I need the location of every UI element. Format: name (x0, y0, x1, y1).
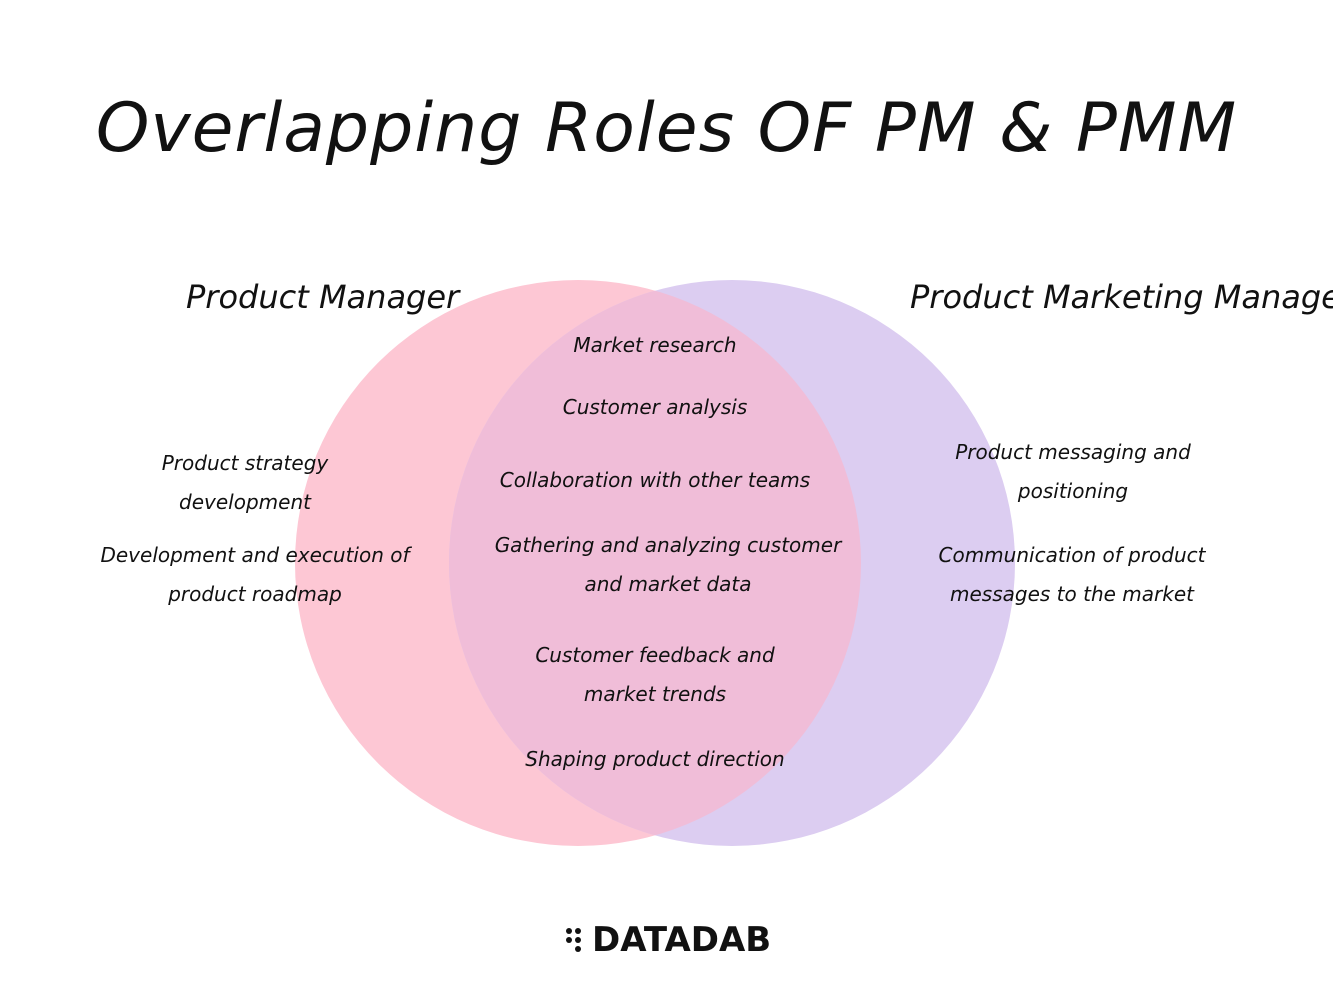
pmm-set-label: Product Marketing Manager (910, 278, 1333, 316)
logo-text: DATADAB (592, 920, 772, 960)
overlap-region (449, 280, 861, 846)
pmm-item-communication: Communication of product messages to the… (938, 543, 1206, 606)
pm-item-roadmap: Development and execution of product roa… (100, 543, 410, 606)
overlap-item-feedback: Customer feedback and market trends (535, 643, 775, 706)
pm-set-label: Product Manager (186, 278, 460, 316)
overlap-item-data: Gathering and analyzing customer and mar… (494, 533, 842, 596)
pmm-item-messaging: Product messaging and positioning (955, 440, 1191, 503)
overlap-item-collaboration: Collaboration with other teams (499, 468, 811, 492)
pm-item-strategy: Product strategy development (161, 451, 329, 514)
overlap-item-direction: Shaping product direction (525, 747, 785, 771)
datadab-logo: DATADAB (566, 920, 771, 960)
dot-grid-icon (566, 926, 586, 954)
overlap-item-customer-analysis: Customer analysis (562, 395, 748, 419)
page-title: Overlapping Roles OF PM & PMM (95, 89, 1238, 168)
overlap-item-market-research: Market research (573, 333, 737, 357)
